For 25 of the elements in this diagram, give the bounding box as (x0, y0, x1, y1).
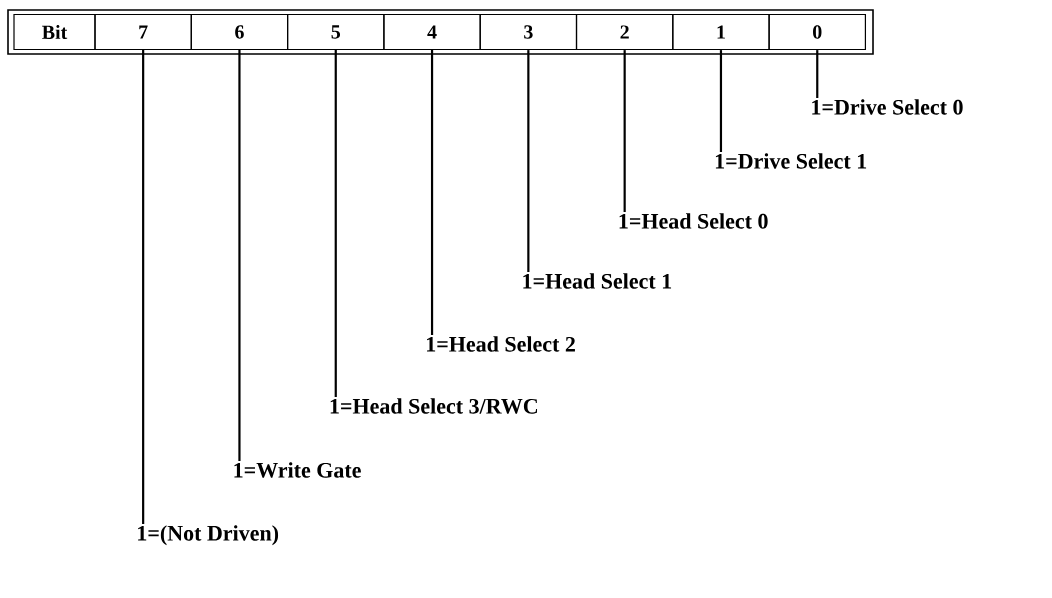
bit-label: 1=Write Gate (234, 462, 361, 478)
leader-line (334, 50, 337, 397)
leader-line (142, 50, 145, 524)
table-cell: 1 (672, 13, 770, 51)
table-cell: 4 (383, 13, 481, 51)
table-cell: 3 (479, 13, 578, 51)
table-cell: 6 (190, 13, 289, 51)
bit-label: 1=Drive Select 1 (715, 153, 867, 169)
bit-label: 1=Head Select 1 (523, 273, 672, 289)
table-cell: 7 (94, 13, 192, 51)
leader-line (430, 50, 434, 335)
leader-line (816, 50, 819, 98)
bit-label: 1=(Not Driven) (138, 525, 279, 546)
bit-label: 1=Head Select 3/RWC (330, 398, 538, 414)
leader-line (238, 50, 241, 461)
bit-label: 1=Head Select 0 (619, 213, 768, 229)
table-cell: 0 (768, 13, 866, 51)
bit-label: 1=Head Select 2 (427, 336, 575, 352)
table-cell: Bit (13, 13, 96, 51)
table-cell: 5 (287, 13, 385, 51)
leader-line (719, 50, 723, 152)
bit-label: 1=Drive Select 0 (812, 99, 963, 115)
leader-line (623, 50, 626, 212)
table-cell: 2 (575, 13, 674, 51)
leader-line (527, 50, 530, 272)
